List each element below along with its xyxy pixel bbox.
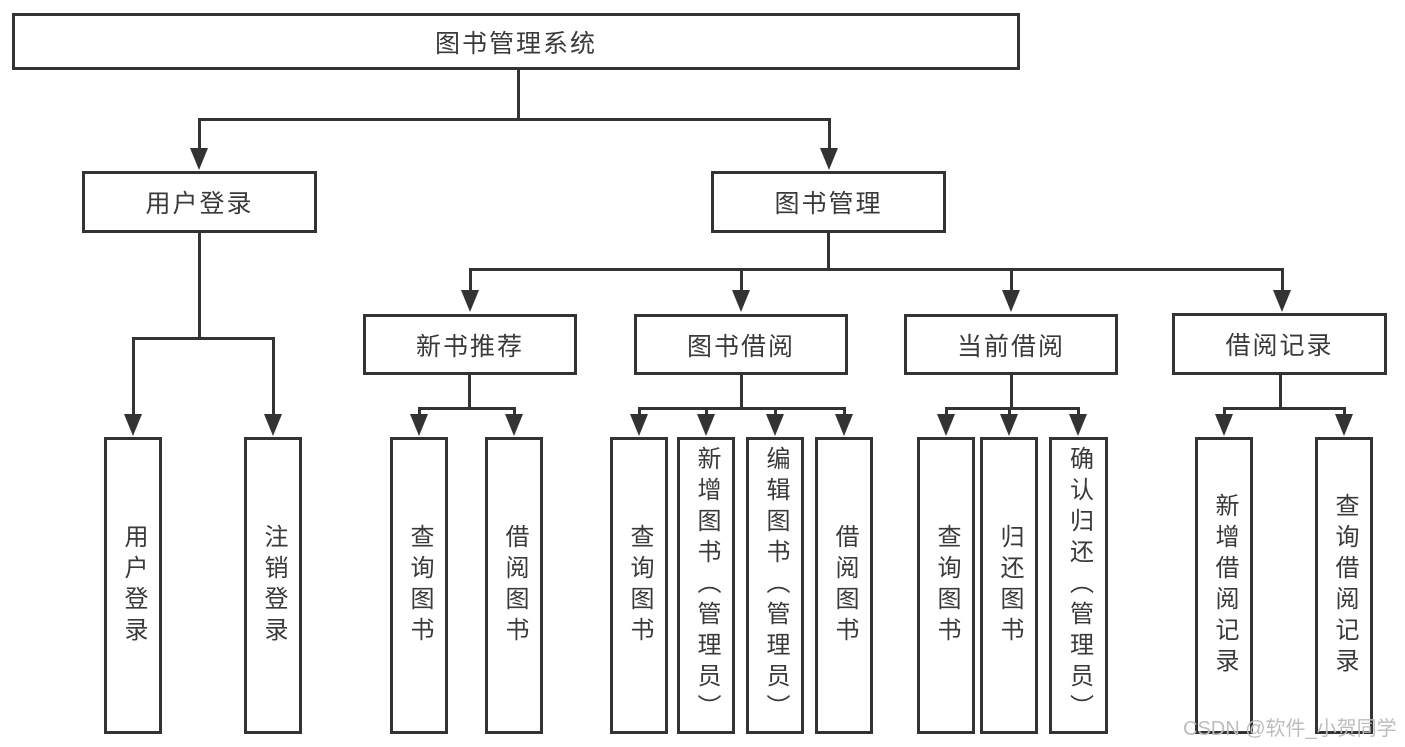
leaf-user-login: 用户登录: [104, 437, 162, 734]
leaf-borrow-books-borrowing: 借阅图书: [815, 437, 873, 734]
connector-vline: [468, 375, 471, 410]
arrowhead-down-icon: [937, 414, 955, 436]
leaf-add-book-admin: 新增图书（管理员）: [677, 437, 735, 734]
node-root-label: 图书管理系统: [434, 29, 597, 58]
leaf-query-books-recommend: 查询图书: [390, 437, 448, 734]
connector-vline: [1010, 375, 1013, 410]
leaf-borrow-books-recommend-label: 借阅图书: [501, 523, 528, 648]
node-borrow-records-label: 借阅记录: [1225, 332, 1334, 360]
node-book-management-label: 图书管理: [774, 190, 883, 218]
arrow-shaft: [705, 407, 708, 418]
arrowhead-down-icon: [697, 414, 715, 436]
arrow-shaft: [1343, 407, 1346, 418]
leaf-query-books-borrowing-label: 查询图书: [626, 523, 653, 648]
node-user-login-label: 用户登录: [145, 190, 254, 218]
leaf-logout-label: 注销登录: [260, 523, 287, 648]
leaf-query-borrow-record-label: 查询借阅记录: [1331, 492, 1358, 679]
leaf-add-book-admin-label: 新增图书（管理员）: [693, 446, 720, 725]
node-current-borrowing: 当前借阅: [904, 314, 1118, 375]
arrowhead-down-icon: [630, 414, 648, 436]
leaf-logout: 注销登录: [244, 437, 302, 734]
connector-hline: [638, 407, 846, 410]
arrow-shaft: [1010, 268, 1013, 292]
leaf-return-book-label: 归还图书: [996, 523, 1023, 648]
arrowhead-down-icon: [190, 148, 208, 170]
arrow-shaft: [132, 337, 135, 417]
node-book-borrowing-label: 图书借阅: [686, 332, 795, 361]
leaf-query-books-current-label: 查询图书: [933, 523, 960, 648]
arrowhead-down-icon: [835, 414, 853, 436]
arrowhead-down-icon: [1000, 414, 1018, 436]
arrowhead-down-icon: [505, 414, 523, 436]
arrowhead-down-icon: [1215, 414, 1233, 436]
node-book-management: 图书管理: [711, 171, 946, 233]
node-new-book-recommend: 新书推荐: [363, 314, 577, 375]
connector-vline: [198, 233, 201, 340]
arrow-shaft: [828, 118, 831, 150]
arrow-shaft: [469, 268, 472, 292]
connector-vline: [827, 233, 830, 271]
arrowhead-down-icon: [1002, 290, 1020, 312]
arrow-shaft: [774, 407, 777, 418]
connector-hline: [418, 407, 516, 410]
node-user-login: 用户登录: [82, 171, 317, 233]
node-root: 图书管理系统: [12, 13, 1020, 70]
leaf-edit-book-admin: 编辑图书（管理员）: [746, 437, 804, 734]
leaf-return-book: 归还图书: [980, 437, 1038, 734]
arrowhead-down-icon: [1335, 414, 1353, 436]
connector-vline: [740, 375, 743, 410]
arrowhead-down-icon: [1069, 414, 1087, 436]
leaf-add-borrow-record-label: 新增借阅记录: [1211, 492, 1238, 679]
leaf-query-borrow-record: 查询借阅记录: [1315, 437, 1373, 734]
node-book-borrowing: 图书借阅: [634, 314, 848, 375]
leaf-edit-book-admin-label: 编辑图书（管理员）: [762, 446, 789, 725]
leaf-query-books-borrowing: 查询图书: [610, 437, 668, 734]
leaf-borrow-books-recommend: 借阅图书: [485, 437, 543, 734]
leaf-borrow-books-borrowing-label: 借阅图书: [831, 523, 858, 648]
arrow-shaft: [513, 407, 516, 418]
arrowhead-down-icon: [124, 414, 142, 436]
arrowhead-down-icon: [766, 414, 784, 436]
node-current-borrowing-label: 当前借阅: [956, 332, 1065, 361]
arrow-shaft: [1281, 268, 1284, 292]
arrow-shaft: [418, 407, 421, 418]
arrowhead-down-icon: [820, 148, 838, 170]
arrow-shaft: [945, 407, 948, 418]
arrow-shaft: [1008, 407, 1011, 418]
connector-hline: [945, 407, 1080, 410]
arrow-shaft: [1223, 407, 1226, 418]
arrowhead-down-icon: [732, 290, 750, 312]
arrowhead-down-icon: [410, 414, 428, 436]
connector-hline: [132, 337, 275, 340]
arrow-shaft: [272, 337, 275, 417]
arrow-shaft: [843, 407, 846, 418]
arrow-shaft: [638, 407, 641, 418]
node-new-book-recommend-label: 新书推荐: [415, 332, 524, 361]
connector-hline: [1223, 407, 1345, 410]
arrow-shaft: [740, 268, 743, 292]
connector-hline: [198, 118, 831, 121]
connector-vline: [517, 70, 520, 121]
leaf-query-books-recommend-label: 查询图书: [406, 523, 433, 648]
leaf-query-books-current: 查询图书: [917, 437, 975, 734]
connector-vline: [1279, 375, 1282, 410]
csdn-watermark: CSDN @软件_小贺同学: [1183, 718, 1397, 740]
leaf-add-borrow-record: 新增借阅记录: [1195, 437, 1253, 734]
leaf-confirm-return-admin-label: 确认归还（管理员）: [1065, 446, 1093, 725]
node-borrow-records: 借阅记录: [1172, 313, 1387, 375]
leaf-user-login-label: 用户登录: [120, 523, 147, 648]
arrowhead-down-icon: [264, 414, 282, 436]
leaf-confirm-return-admin: 确认归还（管理员）: [1049, 437, 1108, 734]
arrowhead-down-icon: [461, 290, 479, 312]
arrow-shaft: [198, 118, 201, 150]
arrowhead-down-icon: [1273, 290, 1291, 312]
arrow-shaft: [1077, 407, 1080, 418]
connector-hline: [469, 268, 1283, 271]
